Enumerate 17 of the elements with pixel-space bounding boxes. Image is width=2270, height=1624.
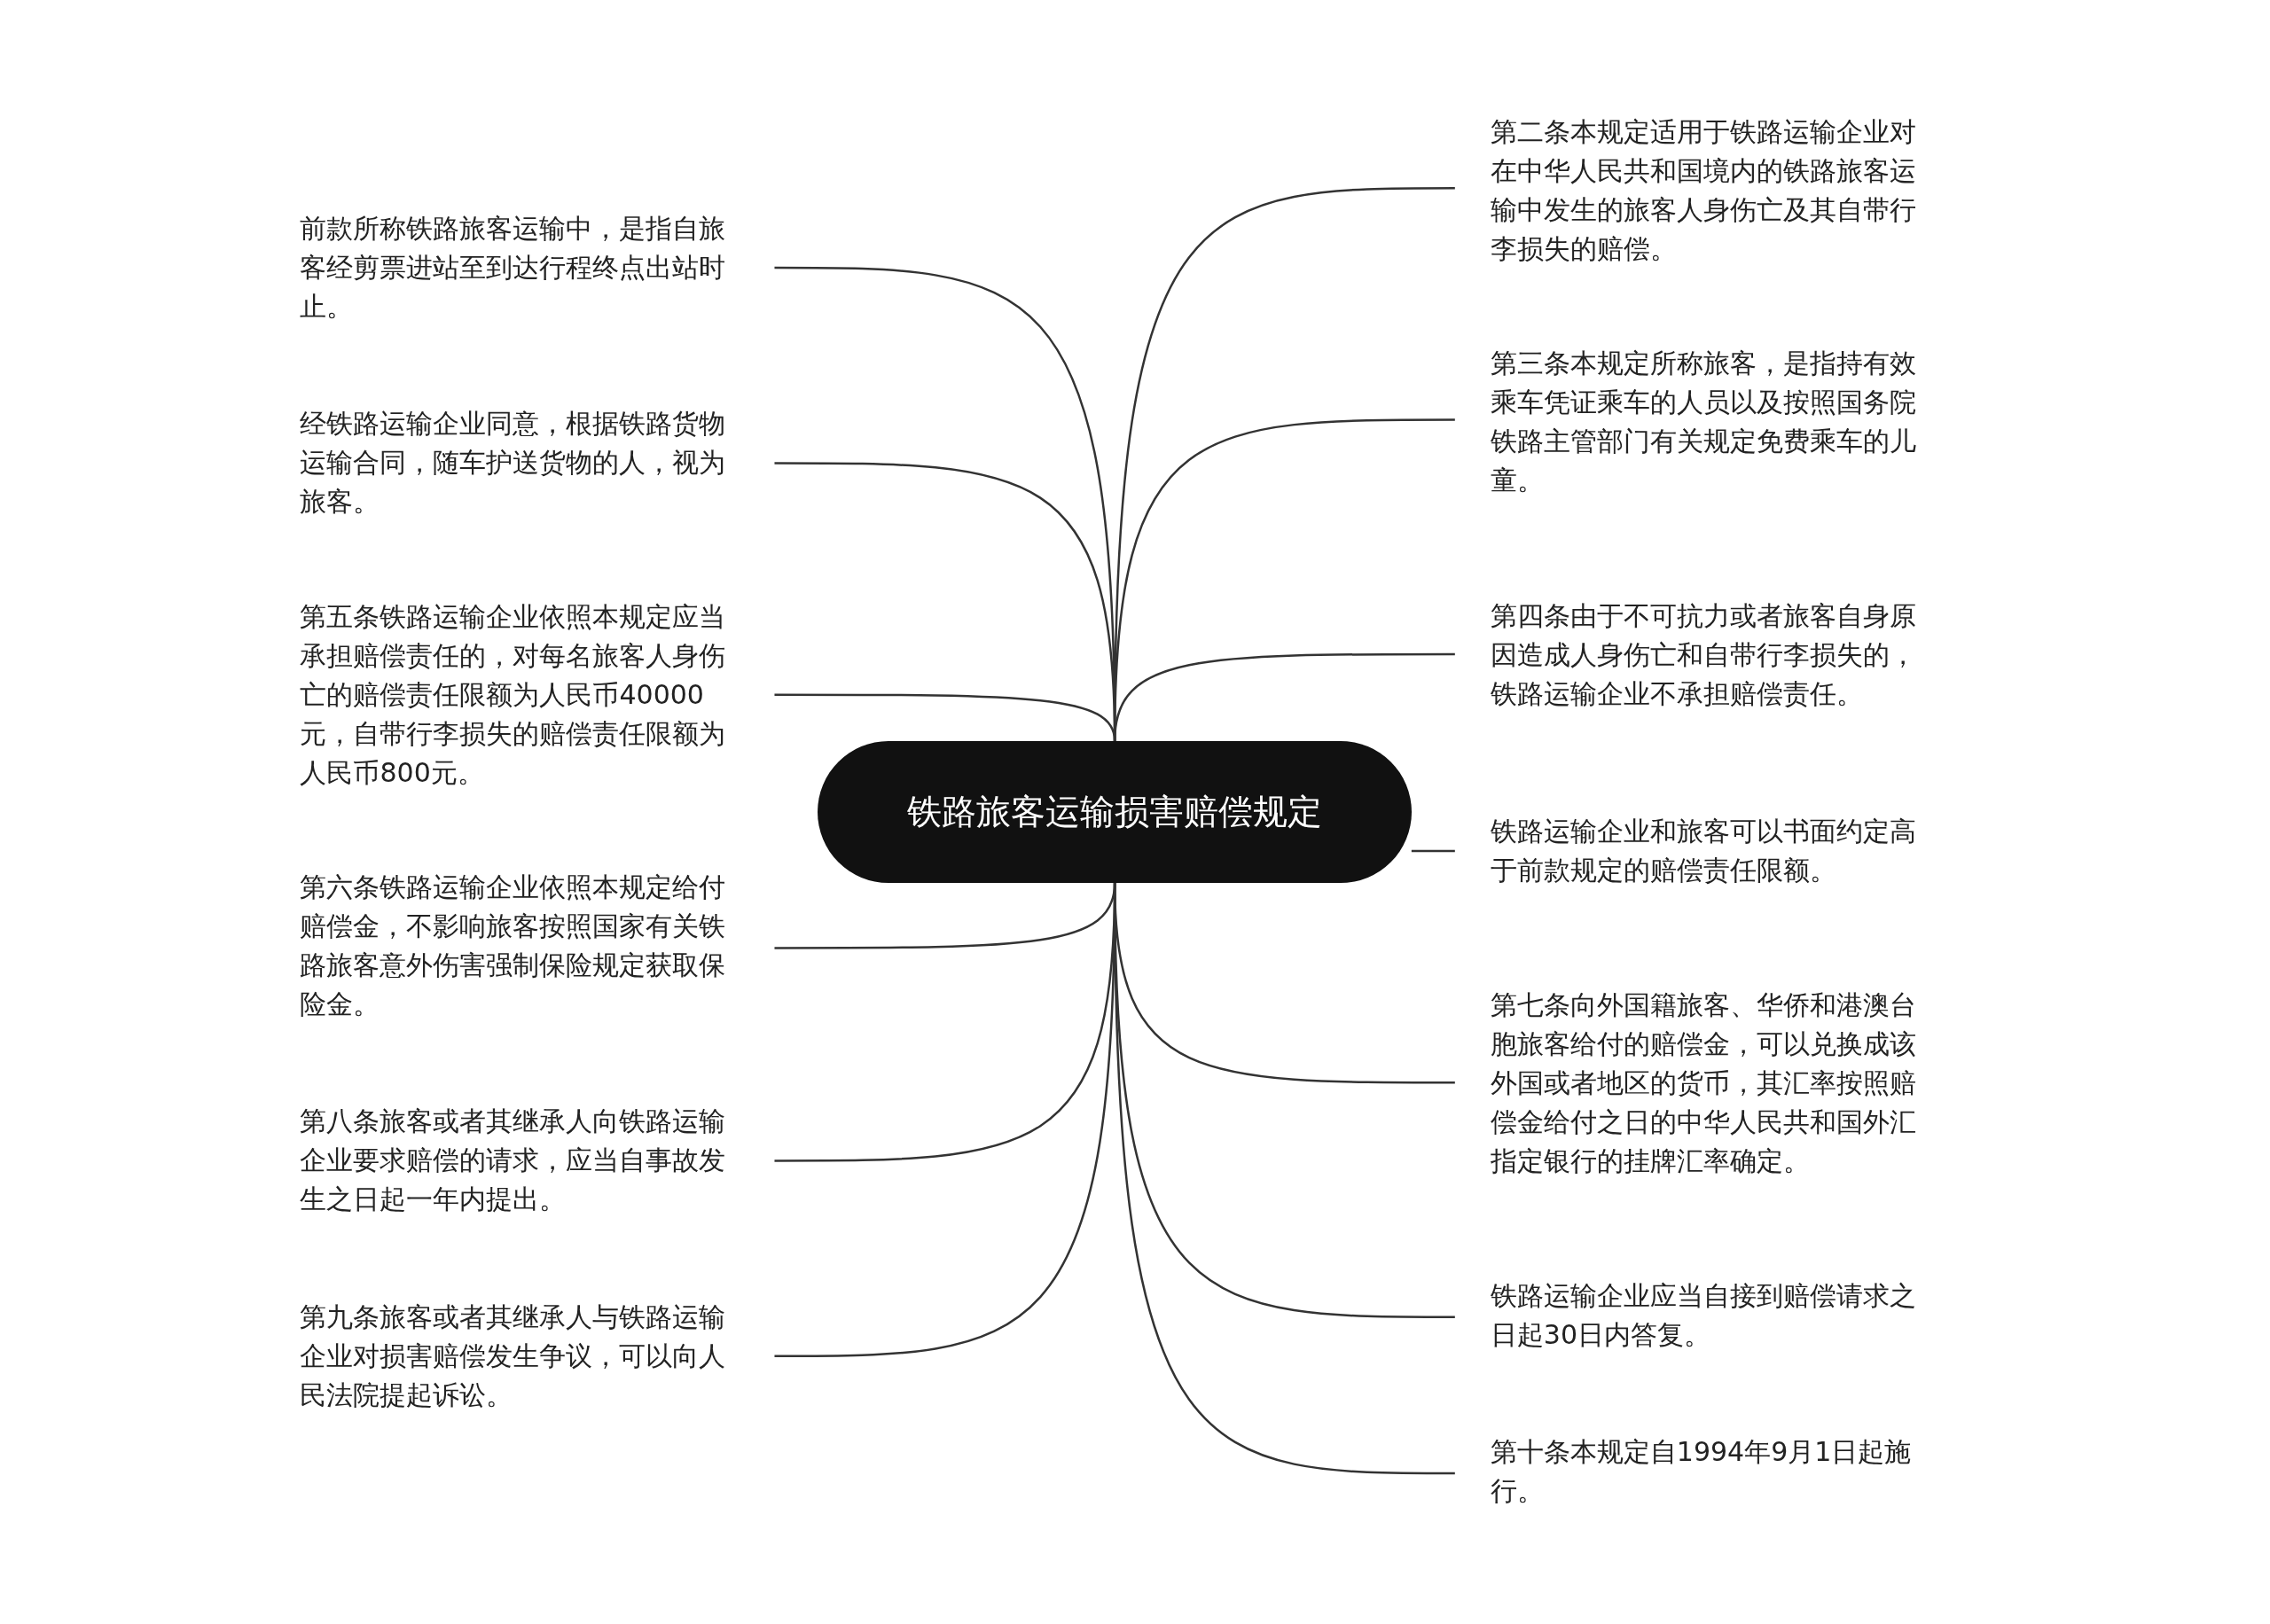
topic-text: 第十条本规定自1994年9月1日起施行。 (1490, 1434, 1913, 1508)
topic-text: 铁路运输企业和旅客可以书面约定高于前款规定的赔偿责任限额。 (1490, 815, 1917, 887)
topic-text: 第五条铁路运输企业依照本规定应当承担赔偿责任的，对每名旅客人身伤亡的赔偿责任限额为人民币40000元，自带行李损失的赔偿责任限额为人民币800元。 (300, 599, 727, 790)
topic-text: 第六条铁路运输企业依照本规定给付赔偿金，不影响旅客按照国家有关铁路旅客意外伤害强制保险规定获取保险金。 (300, 870, 727, 1021)
topic-text: 第八条旅客或者其继承人向铁路运输企业要求赔偿的请求，应当自事故发生之日起一年内提出。 (300, 1105, 727, 1217)
connector-line (1113, 882, 1455, 1475)
topic-text: 第七条向外国籍旅客、华侨和港澳台胞旅客给付的赔偿金，可以兑换成该外国或者地区的货币，其汇率按照赔偿金给付之日的中华人民共和国外汇指定银行的挂牌汇率确定。 (1490, 988, 1917, 1178)
topic-text: 前款所称铁路旅客运输中，是指自旅客经剪票进站至到达行程终点出站时止。 (300, 212, 727, 324)
topic-text: 第二条本规定适用于铁路运输企业对在中华人民共和国境内的铁路旅客运输中发生的旅客人身伤亡及其自带行李损失的赔偿。 (1490, 114, 1917, 266)
topic-text: 铁路运输企业应当自接到赔偿请求之日起30日内答复。 (1490, 1279, 1917, 1353)
topic-text: 第九条旅客或者其继承人与铁路运输企业对损害赔偿发生争议，可以向人民法院提起诉讼。 (300, 1300, 727, 1412)
connector-line (1113, 652, 1455, 742)
connector-line (1411, 849, 1455, 853)
central-topic: 铁路旅客运输损害赔偿规定 (818, 740, 1412, 883)
topic-text: 第三条本规定所称旅客，是指持有效乘车凭证乘车的人员以及按照国务院铁路主管部门有关规定免费乘车的儿童。 (1490, 346, 1917, 497)
topic-text: 经铁路运输企业同意，根据铁路货物运输合同，随车护送货物的人，视为旅客。 (300, 407, 727, 519)
topic-text: 第四条由于不可抗力或者旅客自身原因造成人身伤亡和自带行李损失的，铁路运输企业不承担赔偿责任。 (1490, 598, 1917, 711)
